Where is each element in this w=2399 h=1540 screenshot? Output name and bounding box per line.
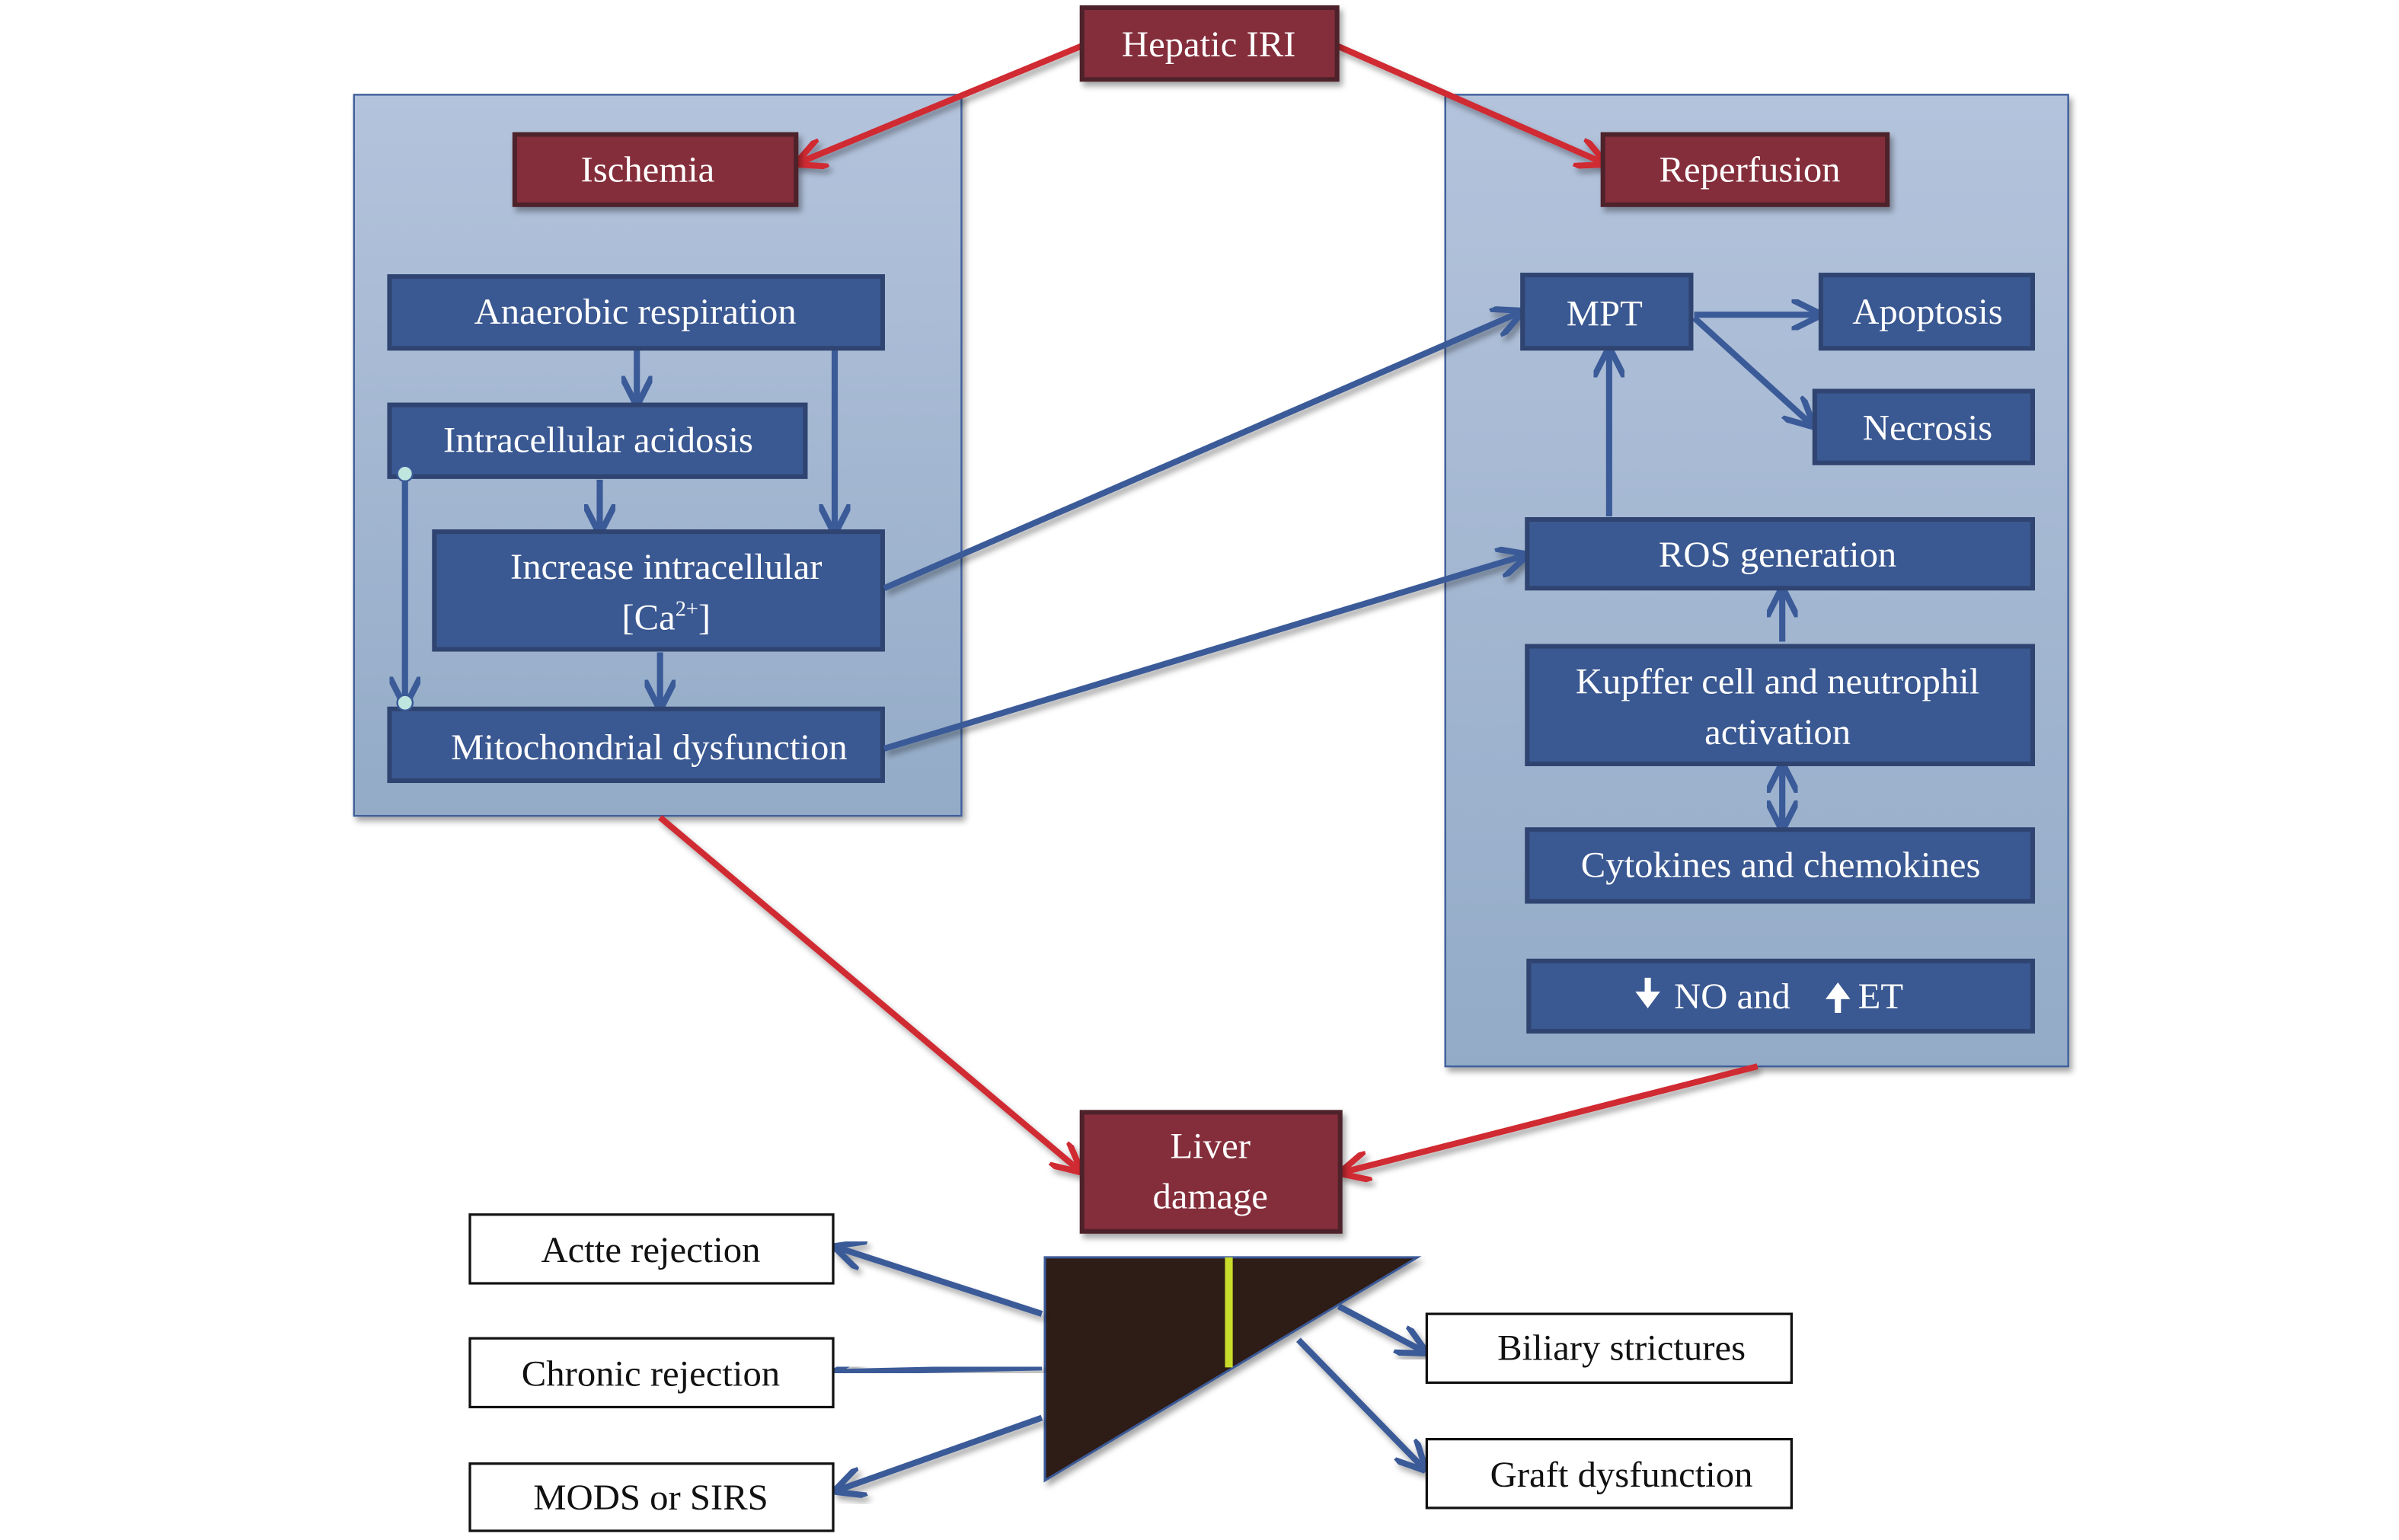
connector-dot xyxy=(396,465,414,483)
kupffer-activation-node: Kupffer cell and neutrophil activation xyxy=(1525,644,2036,766)
liver-damage-label-line2: damage xyxy=(1153,1177,1268,1217)
no-et-node: NO and ET xyxy=(1526,958,2036,1034)
hepatic-iri-node: Hepatic IRI xyxy=(1079,5,1340,82)
mitochondrial-dysfunction-label: Mitochondrial dysfunction xyxy=(451,727,848,768)
anaerobic-respiration-node: Anaerobic respiration xyxy=(387,274,885,351)
mpt-node: MPT xyxy=(1520,273,1694,351)
cytokines-chemokines-label: Cytokines and chemokines xyxy=(1581,845,1981,886)
connector-dot xyxy=(396,694,414,711)
intracellular-acidosis-label: Intracellular acidosis xyxy=(443,420,753,461)
no-and-label: NO and xyxy=(1674,976,1790,1017)
apoptosis-label: Apoptosis xyxy=(1852,292,2002,333)
arrow-liver-to-chronic-rejection xyxy=(839,1367,1043,1372)
up-arrow-icon xyxy=(1826,982,1851,1013)
hepatic-iri-label: Hepatic IRI xyxy=(1122,24,1295,65)
intracellular-acidosis-node: Intracellular acidosis xyxy=(387,402,808,479)
necrosis-node: Necrosis xyxy=(1812,388,2036,465)
necrosis-label: Necrosis xyxy=(1863,408,1992,449)
increase-calcium-label-line1: Increase intracellular xyxy=(510,548,823,588)
reperfusion-label: Reperfusion xyxy=(1659,150,1841,190)
outcome-chronic-rejection: Chronic rejection xyxy=(468,1337,835,1409)
outcome-biliary-strictures: Biliary strictures xyxy=(1425,1312,1793,1384)
arrow-liver-to-biliary xyxy=(1337,1303,1423,1350)
arrow-ischemia-to-liver-damage xyxy=(658,815,1078,1168)
arrow-iri-to-ischemia xyxy=(800,43,1084,161)
outcome-label: Chronic rejection xyxy=(522,1354,780,1395)
outcome-label: Actte rejection xyxy=(541,1230,761,1270)
arrow-reperfusion-to-liver-damage xyxy=(1345,1063,1759,1171)
outcome-label: MODS or SIRS xyxy=(533,1478,768,1518)
anaerobic-respiration-label: Anaerobic respiration xyxy=(474,292,797,333)
ros-generation-node: ROS generation xyxy=(1525,517,2036,591)
increase-calcium-label-line2: [Ca2+] xyxy=(621,598,711,638)
arrow-mpt-to-necrosis xyxy=(1691,315,1810,423)
ros-generation-label: ROS generation xyxy=(1659,535,1896,575)
apoptosis-node: Apoptosis xyxy=(1818,273,2036,351)
mitochondrial-dysfunction-node: Mitochondrial dysfunction xyxy=(387,706,885,784)
ischemia-label: Ischemia xyxy=(581,150,715,190)
cytokines-chemokines-node: Cytokines and chemokines xyxy=(1525,827,2036,904)
liver-icon xyxy=(1043,1256,1422,1483)
ischemia-header: Ischemia xyxy=(512,132,799,207)
arrow-iri-to-reperfusion xyxy=(1335,43,1602,161)
liver-damage-label-line1: Liver xyxy=(1170,1126,1250,1167)
et-label: ET xyxy=(1858,976,1903,1017)
outcome-label: Biliary strictures xyxy=(1497,1328,1746,1369)
liver-damage-node: Liver damage xyxy=(1079,1110,1343,1234)
down-arrow-icon xyxy=(1635,977,1660,1008)
arrow-mito-to-ros xyxy=(883,556,1522,752)
outcome-mods-sirs: MODS or SIRS xyxy=(468,1462,835,1532)
kupffer-label-line2: activation xyxy=(1704,712,1851,752)
mpt-label: MPT xyxy=(1567,294,1643,334)
outcome-graft-dysfunction: Graft dysfunction xyxy=(1425,1438,1793,1510)
outcome-label: Graft dysfunction xyxy=(1490,1455,1753,1495)
increase-calcium-node: Increase intracellular [Ca2+] xyxy=(432,529,885,652)
arrow-liver-to-acute-rejection xyxy=(839,1248,1043,1317)
outcome-acute-rejection: Actte rejection xyxy=(468,1213,835,1285)
arrow-liver-to-graft xyxy=(1295,1337,1422,1466)
arrow-liver-to-mods xyxy=(839,1414,1043,1490)
kupffer-label-line1: Kupffer cell and neutrophil xyxy=(1576,662,1979,702)
arrow-calcium-to-mpt xyxy=(883,313,1518,591)
reperfusion-header: Reperfusion xyxy=(1600,132,1890,207)
